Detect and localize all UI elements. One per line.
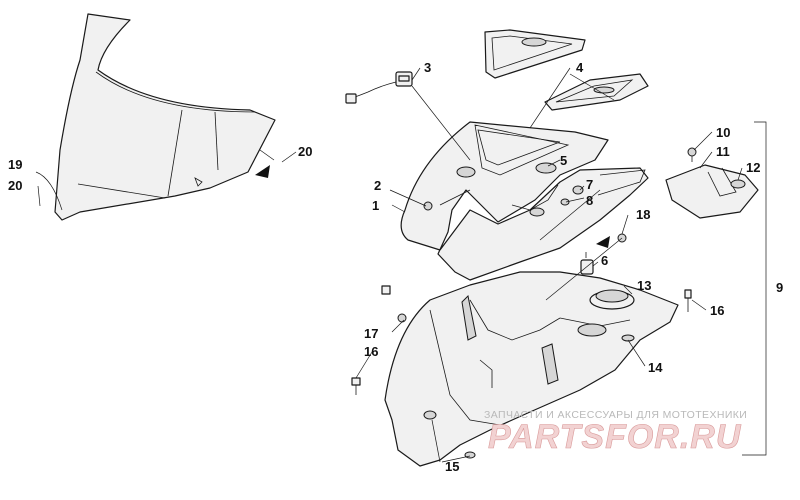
clip-7 (572, 185, 584, 195)
callout-8: 8 (586, 193, 593, 208)
callout-20-right: 20 (298, 144, 312, 159)
callout-18: 18 (636, 207, 650, 222)
callout-13: 13 (637, 278, 651, 293)
grommet-13 (589, 289, 635, 310)
leader-lines (35, 67, 767, 463)
callout-19: 19 (8, 157, 22, 172)
callout-1: 1 (372, 198, 379, 213)
grommet-5 (535, 162, 557, 174)
callout-labels: 1 2 3 4 5 6 7 8 9 10 11 12 13 14 15 16 1… (8, 60, 783, 474)
bolt-16-left (351, 377, 361, 395)
window-panel-front (544, 73, 649, 111)
direction-arrow-right (596, 236, 610, 248)
callout-5: 5 (560, 153, 567, 168)
window-panel-rear (484, 29, 586, 79)
callout-4: 4 (576, 60, 584, 75)
clip-8 (560, 198, 570, 206)
callout-9: 9 (776, 280, 783, 295)
callout-16-right: 16 (710, 303, 724, 318)
windshield (54, 13, 276, 221)
connector-harness (345, 71, 413, 104)
belly-pan (384, 271, 679, 467)
watermark: ЗАПЧАСТИ И АКСЕССУАРЫ ДЛЯ МОТОТЕХНИКИ PA… (484, 409, 747, 456)
bolt-16-right (684, 289, 692, 312)
callout-17: 17 (364, 326, 378, 341)
callout-20-left: 20 (8, 178, 22, 193)
callout-10: 10 (716, 125, 730, 140)
bracket-plate (665, 147, 759, 219)
callout-12: 12 (746, 160, 760, 175)
watermark-tagline: ЗАПЧАСТИ И АКСЕССУАРЫ ДЛЯ МОТОТЕХНИКИ (484, 409, 747, 421)
fastener-17 (381, 285, 407, 323)
callout-11: 11 (716, 144, 730, 159)
callout-2: 2 (374, 178, 381, 193)
callout-16-left: 16 (364, 344, 378, 359)
screw-2 (423, 201, 433, 211)
watermark-brand: PARTSFOR.RU (488, 418, 742, 456)
callout-6: 6 (601, 253, 608, 268)
callout-14: 14 (648, 360, 663, 375)
callout-15: 15 (445, 459, 459, 474)
callout-3: 3 (424, 60, 431, 75)
direction-arrow-left (255, 165, 270, 178)
callout-7: 7 (586, 177, 593, 192)
upper-hood (400, 121, 649, 281)
